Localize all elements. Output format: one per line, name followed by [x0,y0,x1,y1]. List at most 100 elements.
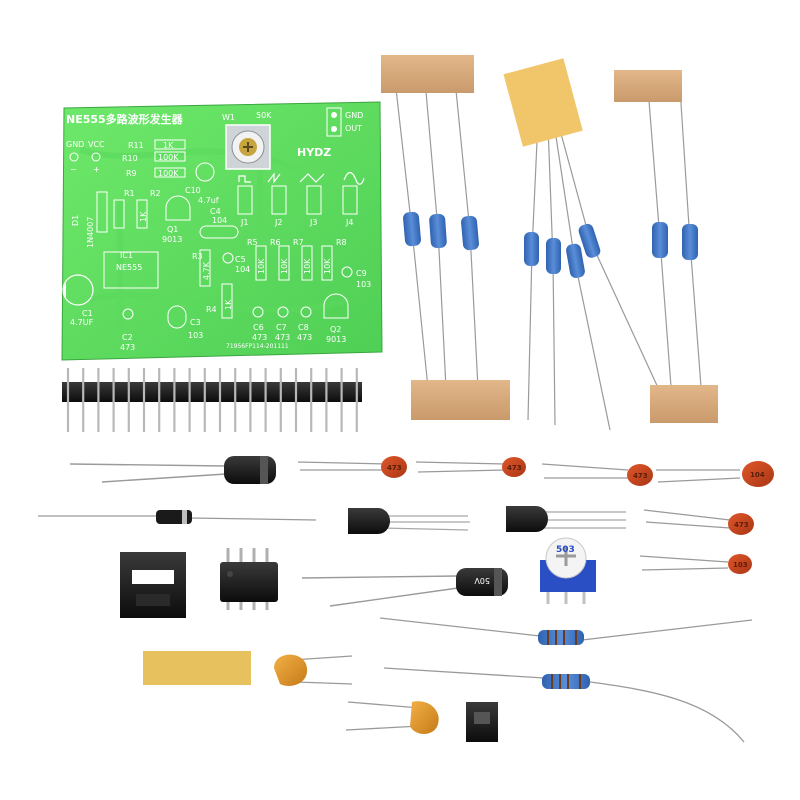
svg-text:−: − [70,165,77,174]
c1-value: 4.7UF [70,318,94,327]
d1-label: D1 [71,215,80,226]
c7-value: 473 [275,333,290,342]
q1-label: Q1 [167,225,178,234]
electrolytic-capacitor: 50V [301,568,508,607]
r1-label: R1 [124,189,135,198]
c6-value: 473 [252,333,267,342]
ceramic-capacitor: 473 [297,456,407,478]
ic-socket [120,552,186,618]
trimmer-potentiometer: 503 [540,537,596,604]
trimmer-label: 503 [556,545,575,555]
yellow-capacitor [345,701,439,734]
pcb-serial: 71956FP114-201111 [226,343,289,350]
svg-text:+: + [93,165,100,174]
d1-value: 1N4007 [86,217,95,248]
r2-value: 1K [139,211,148,222]
pwr-vcc-label: VCC [88,140,105,149]
r3-label: R3 [192,252,203,261]
pin-header-strip [62,368,362,432]
c5-value: 104 [235,265,250,274]
resistor [524,232,539,266]
paper-tape [614,70,682,102]
taped-resistors-right [614,70,718,423]
q1-value: 9013 [162,235,182,244]
diode [38,510,317,524]
resistor [578,223,601,258]
elec-cap-label: 50V [474,576,490,585]
r10-value: 100K [158,153,179,162]
c7-label: C7 [276,323,287,332]
paper-tape [411,380,510,420]
resistor [461,215,479,251]
ceramic-capacitor: 473 [415,457,526,477]
r4-value: 1K [224,299,233,310]
r7-label: R7 [293,238,304,247]
ceramic-capacitor: 103 [639,554,752,574]
r10-label: R10 [122,154,138,163]
c8-label: C8 [298,323,309,332]
taped-resistors-middle [503,58,661,431]
c2-label: C2 [122,333,133,342]
electrolytic-capacitor [69,456,276,484]
c8-value: 473 [297,333,312,342]
r9-value: 100K [158,169,179,178]
ceramic-capacitor: 473 [541,463,653,486]
c10-label: C10 [185,186,201,195]
r5-label: R5 [247,238,258,247]
trimmer-potentiometer-onboard [225,124,271,170]
c6-label: C6 [253,323,264,332]
c10-value: 4.7uf [198,196,219,205]
ceramic-capacitor: 473 [643,509,754,535]
ceramic-label: 473 [633,472,648,480]
c5-label: C5 [235,255,246,264]
c3-label: C3 [190,318,201,327]
resistor [403,211,421,247]
yellow-capacitor [274,654,353,686]
q2-label: Q2 [330,325,341,334]
j4-label: J4 [345,218,353,227]
c2-value: 473 [120,343,135,352]
c9-value: 103 [356,280,371,289]
c3-value: 103 [188,331,203,340]
resistor-loose [383,667,745,743]
resistor [546,238,561,274]
ic1-label: IC1 [120,251,133,260]
header-out: OUT [345,124,362,133]
c9-label: C9 [356,269,367,278]
ic1-value: NE555 [116,263,142,272]
header-gnd: GND [345,111,363,120]
yellow-tape [143,651,251,685]
r7-value: 10K [303,258,312,274]
j3-label: J3 [309,218,317,227]
pcb-title: NE555多路波形发生器 [66,112,184,126]
jumper-cap [466,702,498,742]
c4-label: C4 [210,207,221,216]
waveform-symbols [238,171,365,185]
ceramic-label: 104 [750,471,765,479]
pcb-board: NE555多路波形发生器 W1 50K HYDZ GND OUT GND VCC… [61,101,383,361]
r9-label: R9 [126,169,137,178]
ceramic-label: 473 [507,464,522,472]
resistor [682,224,698,260]
r6-label: R6 [270,238,281,247]
taped-resistors-left [381,55,510,420]
pot-name: W1 [222,113,235,122]
r11-label: R11 [128,141,144,150]
ceramic-label: 103 [733,561,748,569]
ceramic-label: 473 [387,464,402,472]
j2-label: J2 [274,218,282,227]
paper-tape [650,385,718,423]
resistor [652,222,668,258]
r6-value: 10K [280,258,289,274]
resistor-loose [379,617,753,645]
c1-label: C1 [82,309,93,318]
r5-value: 10K [257,258,266,274]
transistor [348,508,470,534]
pwr-gnd-label: GND [66,140,84,149]
pcb-brand: HYDZ [297,146,331,159]
r8-label: R8 [336,238,347,247]
ceramic-label: 473 [734,521,749,529]
paper-tape [381,55,474,93]
transistor [506,506,626,532]
